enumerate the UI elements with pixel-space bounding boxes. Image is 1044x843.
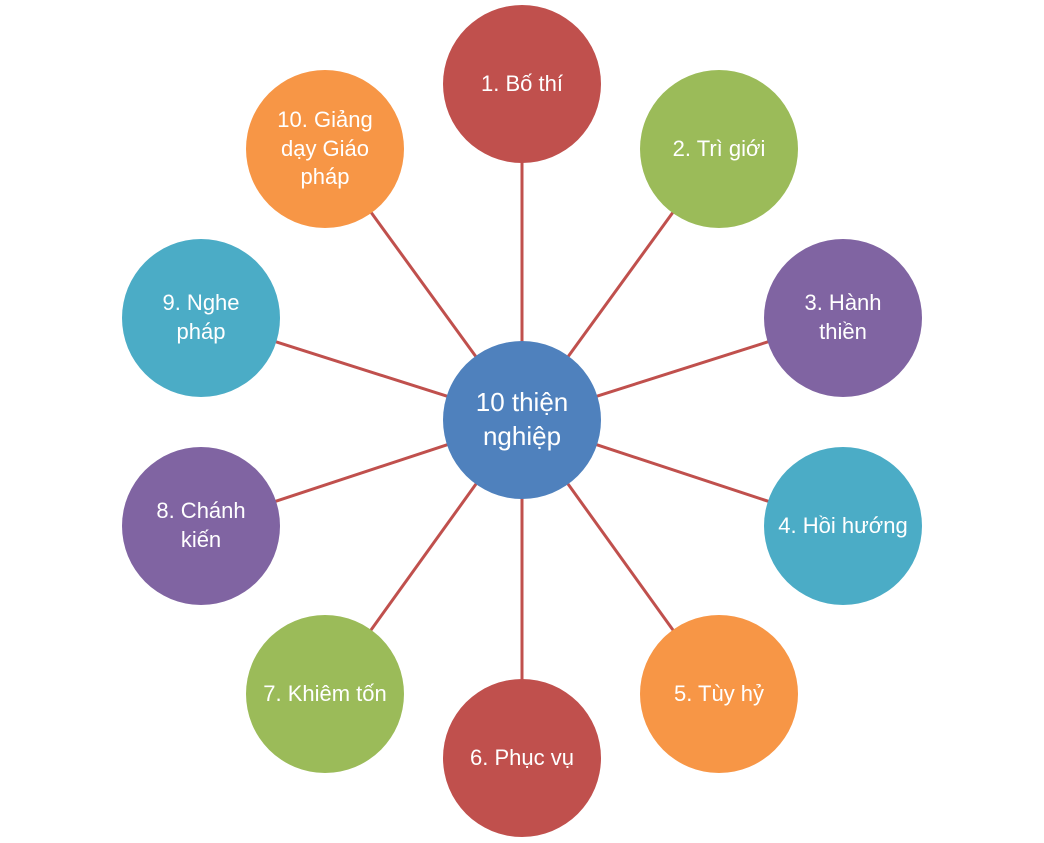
node-label: 5. Tùy hỷ — [673, 680, 765, 706]
center-label: 10 thiện nghiệp — [475, 387, 569, 451]
node-giang-day-giao-phap: 10. Giảng dạy Giáo pháp — [246, 70, 404, 228]
node-hoi-huong: 4. Hồi hướng — [764, 447, 922, 605]
node-label: 4. Hồi hướng — [778, 512, 908, 538]
connector-line — [566, 210, 675, 359]
node-label: 10. Giảng dạy Giáo pháp — [277, 107, 373, 190]
connector-line — [594, 339, 771, 399]
center-node: 10 thiện nghiệp — [443, 341, 601, 499]
node-bo-thi: 1. Bố thí — [443, 5, 601, 163]
connector-line — [273, 442, 450, 504]
node-khiem-ton: 7. Khiêm tốn — [246, 615, 404, 773]
connector-line — [368, 481, 479, 633]
node-label: 9. Nghe pháp — [162, 290, 240, 344]
node-label: 8. Chánh kiến — [156, 498, 246, 552]
connector-line — [273, 339, 450, 399]
node-tri-gioi: 2. Trì giới — [640, 70, 798, 228]
node-label: 7. Khiêm tốn — [263, 680, 387, 706]
node-phuc-vu: 6. Phục vụ — [443, 679, 601, 837]
node-label: 1. Bố thí — [481, 70, 563, 96]
node-tuy-hy: 5. Tùy hỷ — [640, 615, 798, 773]
node-label: 2. Trì giới — [672, 135, 766, 161]
connector-line — [594, 442, 771, 504]
connector-line — [565, 481, 676, 633]
node-nghe-phap: 9. Nghe pháp — [122, 239, 280, 397]
node-chanh-kien: 8. Chánh kiến — [122, 447, 280, 605]
node-label: 3. Hành thiền — [804, 290, 882, 344]
connector-line — [369, 210, 478, 359]
node-label: 6. Phục vụ — [470, 744, 574, 770]
node-hanh-thien: 3. Hành thiền — [764, 239, 922, 397]
